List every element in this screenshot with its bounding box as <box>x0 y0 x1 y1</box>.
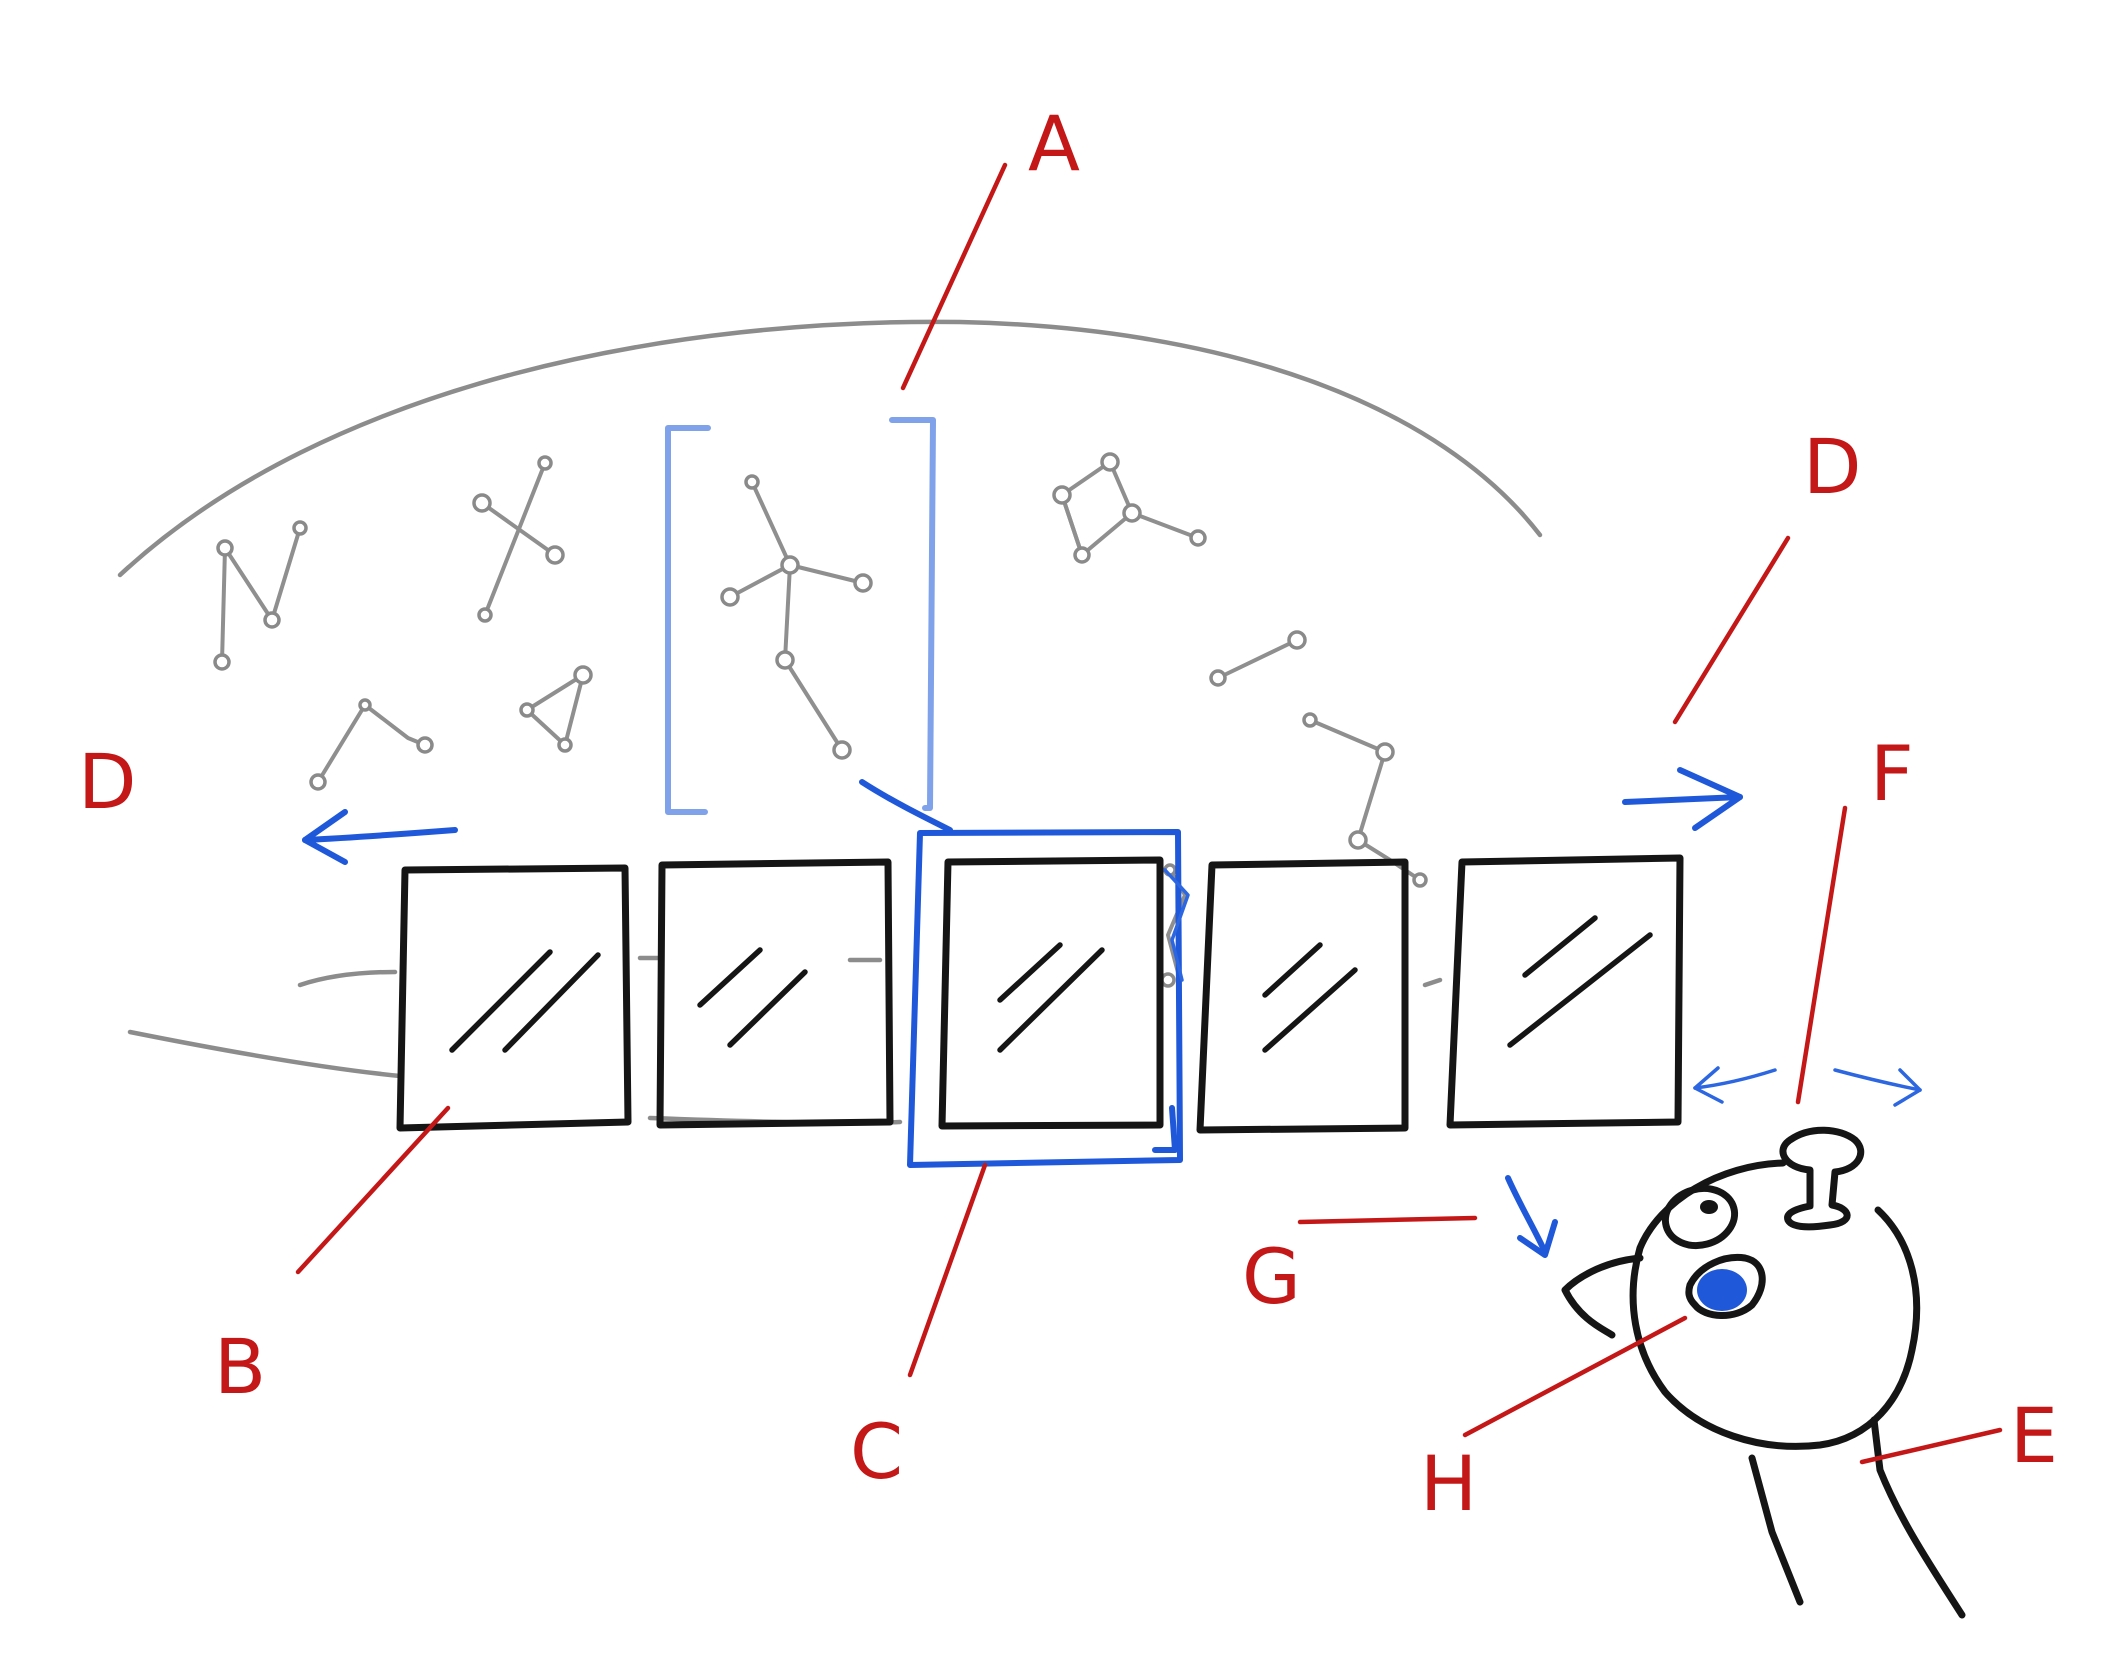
leader-lines <box>295 162 2003 1465</box>
label-c: C <box>850 1407 903 1496</box>
label-e: E <box>2010 1391 2058 1480</box>
leader-d-right <box>1672 535 1791 725</box>
constellation-hook <box>309 698 434 791</box>
label-d-left: D <box>78 737 137 826</box>
constellation-pair <box>1209 630 1307 687</box>
slot-1[interactable] <box>396 864 632 1132</box>
bracket-right <box>889 417 936 811</box>
leader-c <box>907 1162 988 1378</box>
constellation-x <box>472 455 565 623</box>
slot-2[interactable] <box>656 858 894 1129</box>
leader-b <box>295 1105 451 1275</box>
leader-e <box>1859 1427 2003 1465</box>
label-d-right: D <box>1803 422 1862 511</box>
character-ear <box>1561 1254 1644 1339</box>
character-mouth-fill <box>1697 1269 1747 1311</box>
sky-dome-inner-arc <box>297 969 398 988</box>
leader-f <box>1795 805 1848 1105</box>
character-head-outline <box>1629 1159 1921 1450</box>
label-g: G <box>1242 1232 1301 1321</box>
label-h: H <box>1420 1439 1477 1528</box>
character-periscope <box>1779 1126 1865 1231</box>
slot-4[interactable] <box>1196 858 1409 1134</box>
highlight-inner-edge <box>1152 1105 1178 1153</box>
leader-a <box>900 162 1008 391</box>
sky-dome-horizon-line <box>637 955 1443 988</box>
constellations <box>213 452 1428 988</box>
scroll-arrows <box>302 767 1743 865</box>
window-slots <box>396 854 1684 1134</box>
swipe-right-arrow[interactable] <box>1833 1068 1922 1107</box>
constellation-n <box>213 520 308 671</box>
character-neck-right <box>1870 1416 1966 1619</box>
sky-dome-upper-arc <box>117 319 1543 578</box>
swipe-left-arrow[interactable] <box>1693 1066 1777 1104</box>
constellation-figure <box>720 474 873 760</box>
highlight-swoosh <box>859 779 953 833</box>
sky-dome <box>117 319 1543 1126</box>
leader-g <box>1297 1215 1478 1225</box>
selected-slot-highlight <box>859 779 1190 1168</box>
highlight-constellation-trace <box>1163 868 1190 982</box>
constellation-triangle <box>519 665 593 753</box>
highlight-frame <box>907 829 1183 1168</box>
swipe-arrows <box>1693 1066 1922 1107</box>
constellation-chain <box>1160 712 1428 988</box>
tap-arrow[interactable] <box>1505 1175 1558 1258</box>
sky-dome-lower-arc <box>127 1029 403 1079</box>
bracket-left <box>665 425 711 815</box>
constellation-diamond <box>1052 452 1207 564</box>
label-a: A <box>1028 99 1080 188</box>
leader-h <box>1462 1315 1688 1438</box>
slot-5[interactable] <box>1446 854 1684 1129</box>
label-b: B <box>214 1322 266 1411</box>
selection-bracket <box>665 417 936 815</box>
character-pupil <box>1700 1200 1718 1214</box>
character-neck-left <box>1748 1454 1804 1606</box>
label-f: F <box>1870 729 1914 818</box>
slot-3[interactable] <box>938 856 1164 1130</box>
scroll-right-arrow[interactable] <box>1622 767 1743 831</box>
scroll-left-arrow[interactable] <box>302 809 458 865</box>
character-viewer <box>1561 1126 1966 1619</box>
character-mouth <box>1685 1253 1766 1319</box>
letter-labels: A B C D D E F G H <box>78 99 2058 1528</box>
character-eye <box>1661 1184 1739 1250</box>
